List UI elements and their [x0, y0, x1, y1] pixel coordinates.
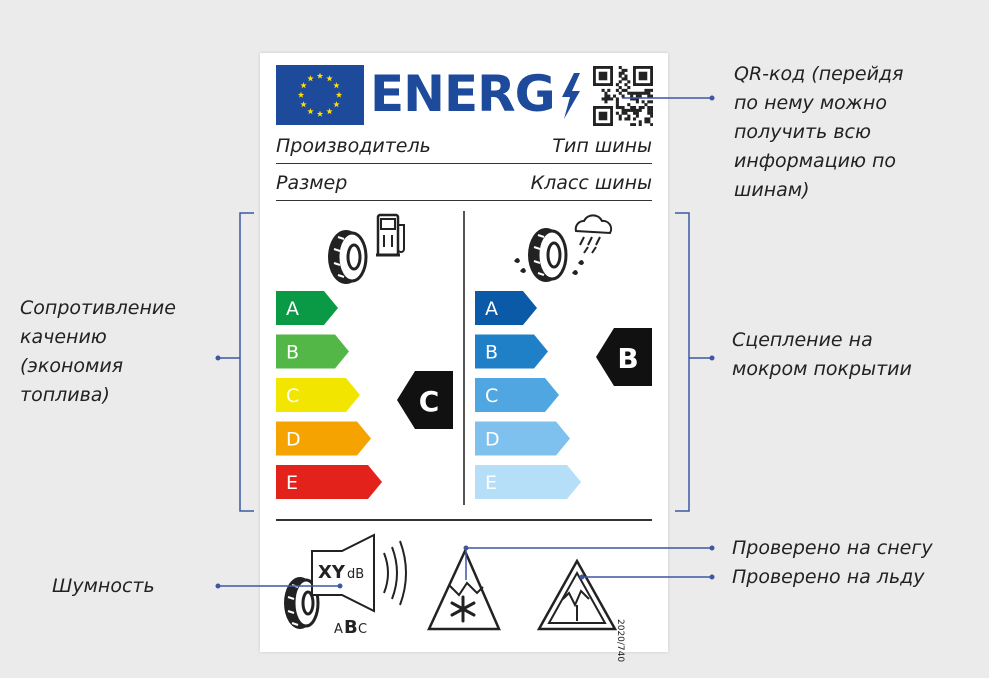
annotation-ice: Проверено на льду — [732, 566, 925, 588]
qr-code-icon[interactable] — [593, 66, 653, 126]
wet-bar-label-e: E — [485, 472, 497, 494]
eu-star — [326, 75, 333, 82]
eu-star — [316, 72, 324, 79]
wet-bar-label-b: B — [485, 342, 498, 364]
divider — [276, 200, 652, 201]
wet-bar-d — [475, 421, 570, 456]
eu-star — [316, 110, 324, 117]
fuel-bar-label-a: A — [286, 298, 299, 320]
fuel-selected-letter: C — [419, 385, 440, 418]
eu-flag-icon — [276, 65, 364, 125]
eu-star — [300, 101, 307, 108]
wet-bar-e — [475, 465, 581, 499]
fuel-selected-class: C — [397, 371, 453, 429]
eu-star — [297, 91, 305, 98]
tyre-fuel-icons — [328, 213, 405, 284]
fuel-bar-a — [276, 291, 338, 325]
noise-value: XY — [318, 562, 346, 583]
tyre-wet-icons — [514, 214, 613, 282]
tyre-icon — [328, 230, 368, 284]
speaker-icon — [311, 533, 375, 613]
wet-bar-b — [475, 334, 548, 369]
noise-block: XY dB A B C — [284, 533, 407, 638]
size-label: Размер — [276, 172, 348, 194]
tyre-class-label: Класс шины — [530, 172, 652, 194]
energy-word: ENERG — [370, 65, 556, 123]
annotation-qr: QR-код (перейдя по нему можно получить в… — [734, 63, 904, 201]
wet-bar-c — [475, 378, 559, 412]
manufacturer-label: Производитель — [276, 135, 431, 157]
eu-star — [307, 108, 314, 115]
wet-bar-label-c: C — [485, 385, 498, 407]
eu-star — [333, 101, 340, 108]
tyre-type-label: Тип шины — [552, 135, 652, 157]
divider — [276, 519, 652, 521]
snowflake-mountain-icon — [427, 547, 501, 631]
fuel-bar-c — [276, 378, 360, 412]
fuel-bar-label-e: E — [286, 472, 298, 494]
fuel-bar-label-d: D — [286, 429, 301, 451]
eu-star — [335, 91, 343, 98]
annotation-wet-grip: Сцепление на мокром покрытии — [732, 329, 912, 380]
tyre-icon — [514, 228, 584, 282]
fuel-bar-b — [276, 334, 349, 369]
fuel-bar-e — [276, 465, 382, 499]
ice-mountain-icon — [536, 558, 618, 631]
fuel-bar-d — [276, 421, 371, 456]
eu-star — [300, 82, 307, 89]
noise-unit: dB — [347, 567, 364, 582]
eu-star — [326, 108, 333, 115]
annotation-noise: Шумность — [52, 575, 155, 597]
rain-cloud-icon — [574, 214, 613, 254]
wet-bar-a — [475, 291, 537, 325]
wet-bar-label-a: A — [485, 298, 498, 320]
lightning-icon — [562, 73, 580, 119]
column-separator — [463, 211, 465, 505]
fuel-pump-icon — [376, 213, 405, 257]
eu-star — [307, 75, 314, 82]
wet-selected-class: B — [596, 328, 652, 386]
divider — [276, 163, 652, 164]
noise-class-a: A — [334, 622, 343, 637]
tyre-icon — [284, 577, 320, 629]
wet-selected-letter: B — [617, 342, 638, 375]
fuel-bar-label-b: B — [286, 342, 299, 364]
eu-star — [333, 82, 340, 89]
annotation-rolling-resistance: Сопротивление качению (экономия топлива) — [20, 297, 176, 406]
noise-class-b: B — [344, 617, 358, 638]
tyre-energy-label: ENERG Производитель Тип шины Размер Клас… — [260, 53, 668, 662]
wet-bar-label-d: D — [485, 429, 500, 451]
noise-class-c: C — [358, 622, 367, 637]
sound-waves-icon — [383, 540, 407, 606]
annotation-snow: Проверено на снегу — [732, 537, 933, 559]
fuel-bar-label-c: C — [286, 385, 299, 407]
